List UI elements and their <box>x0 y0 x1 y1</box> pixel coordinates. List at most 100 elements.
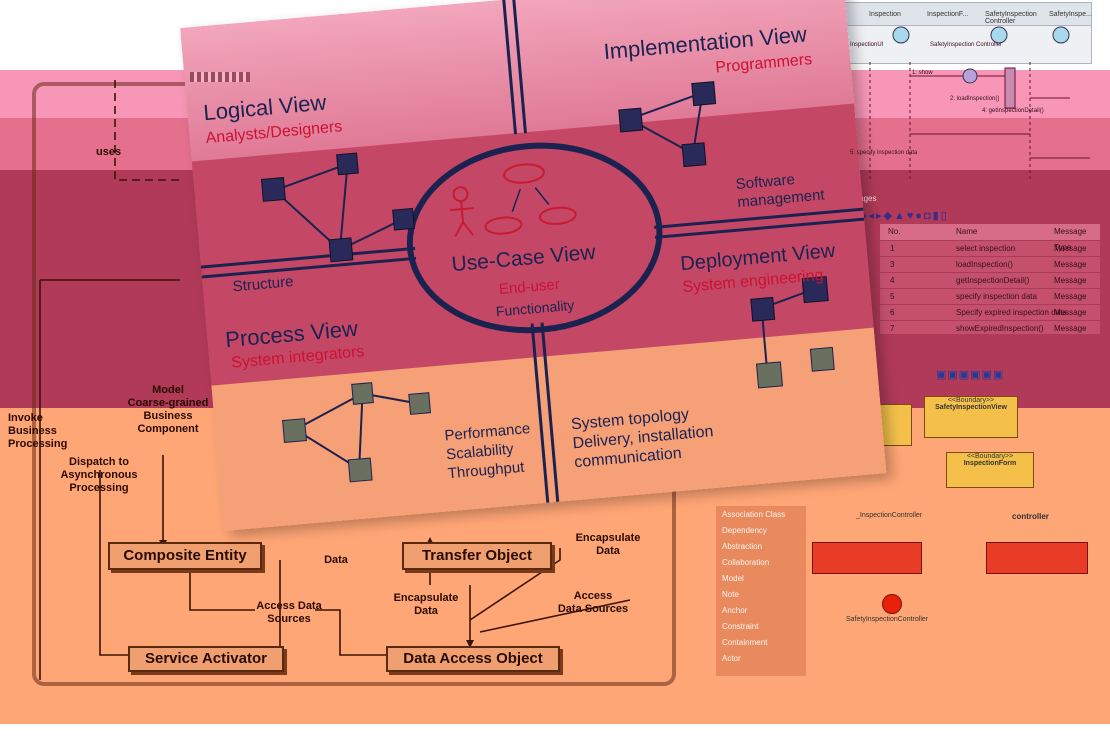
messages-table: No. Name Message Type 1 select inspection… <box>880 224 1100 334</box>
palette-item[interactable]: Constraint <box>722 622 759 631</box>
table-cell-no: 3 <box>890 260 895 269</box>
model-label: Model Coarse-grained Business Component <box>118 384 218 436</box>
palette-item[interactable]: Containment <box>722 638 768 647</box>
sequence-label: 2: loadInspection() <box>950 96 1000 102</box>
toolbar-icons[interactable]: ◆▸◆◂▸◆▲♥●◘▮▯ <box>840 210 949 222</box>
performance-list: Performance Scalability Throughput <box>444 419 535 483</box>
composite-entity-label: Composite Entity <box>123 547 247 564</box>
header-col-4: SafetyInspe... <box>1049 11 1092 18</box>
controller-circle-icon[interactable] <box>882 594 902 614</box>
poster-diagram <box>200 0 865 503</box>
access-data-sources-center: Access Data Sources <box>244 600 334 626</box>
table-row[interactable]: 1 select inspection Message <box>880 240 1100 257</box>
palette-item[interactable]: Dependency <box>722 526 767 535</box>
table-row[interactable]: 4 getInspectionDetail() Message <box>880 272 1100 289</box>
table-cell-name: showExpiredInspection() <box>956 324 1044 333</box>
table-row[interactable]: 7 showExpiredInspection() Message <box>880 320 1100 337</box>
invoke-line-3: Processing <box>8 438 68 450</box>
data-access-object-box[interactable]: Data Access Object <box>386 646 560 672</box>
dispatch-label: Dispatch to Asynchronous Processing <box>56 456 142 495</box>
table-cell-type: Message <box>1054 260 1087 269</box>
encapsulate-right-2: Data <box>596 545 620 557</box>
form-stereotype: <<Boundary>> <box>966 453 1014 460</box>
class-inspection-form[interactable]: <<Boundary>> InspectionForm <box>946 452 1034 488</box>
palette-item[interactable]: Collaboration <box>722 558 770 567</box>
messages-panel: Messages ◆▸◆◂▸◆▲♥●◘▮▯ No. Name Message T… <box>840 190 1100 334</box>
class-safety-view[interactable]: <<Boundary>> SafetyInspectionView <box>924 396 1018 438</box>
model-line: Model <box>152 384 184 396</box>
class-toolbar: ▣▣▣▣▣▣ <box>936 368 1004 381</box>
header-col-1: Inspection <box>869 11 901 18</box>
table-cell-name: getInspectionDetail() <box>956 276 1030 285</box>
access-data-sources-right: Access Data Sources <box>548 590 638 616</box>
table-cell-no: 1 <box>890 244 895 253</box>
col-no: No. <box>888 227 901 236</box>
dispatch-line-3: Processing <box>69 482 129 494</box>
sequence-diagram <box>869 62 1090 182</box>
palette-item[interactable]: Abstraction <box>722 542 763 551</box>
controller-left-box[interactable] <box>812 542 922 574</box>
palette-item[interactable]: Association Class <box>722 510 786 519</box>
col-type: Message Type <box>1054 227 1087 252</box>
access-center-2: Sources <box>267 613 311 625</box>
col-name: Name <box>956 227 978 236</box>
coarse-line-1: Coarse-grained <box>127 397 209 409</box>
sequence-label: 4: getInspectionDetail() <box>982 108 1044 114</box>
coarse-line-3: Component <box>137 423 199 435</box>
encapsulate-data-left: Data <box>306 546 366 567</box>
messages-toolbar: ◆▸◆◂▸◆▲♥●◘▮▯ <box>840 206 1040 222</box>
service-activator-label: Service Activator <box>144 650 267 667</box>
palette-item[interactable]: Anchor <box>722 606 748 615</box>
header-col-3: SafetyInspection Controller <box>985 11 1037 25</box>
table-cell-type: Message <box>1054 276 1087 285</box>
encapsulate-left-data: Data <box>324 554 348 566</box>
palette-item[interactable]: Model <box>722 574 744 583</box>
table-cell-type: Message <box>1054 308 1087 317</box>
table-cell-no: 4 <box>890 276 895 285</box>
controller-right-box[interactable] <box>986 542 1088 574</box>
encapsulate-center-2: Data <box>414 605 438 617</box>
table-cell-name: select inspection <box>956 244 1016 253</box>
table-row[interactable]: 5 specify inspection data Message <box>880 288 1100 305</box>
table-cell-type: Message <box>1054 244 1087 253</box>
sequence-label: InspectionUI <box>850 42 884 48</box>
access-center-1: Access Data <box>256 600 322 612</box>
coarse-line-2: Business <box>143 410 193 422</box>
table-cell-type: Message <box>1054 292 1087 301</box>
transfer-object-label: Transfer Object <box>421 547 533 564</box>
dispatch-line-2: Asynchronous <box>60 469 138 481</box>
service-activator-box[interactable]: Service Activator <box>128 646 284 672</box>
composite-entity-box[interactable]: Composite Entity <box>108 542 262 570</box>
palette-item[interactable]: Note <box>722 590 739 599</box>
table-cell-no: 5 <box>890 292 895 301</box>
table-cell-name: Specify expired inspection data <box>956 308 1067 317</box>
band-bottom-white <box>0 724 1110 740</box>
class-toolbar-icons[interactable]: ▣▣▣▣▣▣ <box>936 369 1005 381</box>
table-header: No. Name Message Type <box>880 224 1100 252</box>
encapsulate-data-center: Encapsulate Data <box>384 592 468 618</box>
palette-item[interactable]: Actor <box>722 654 741 663</box>
invoke-business-label: Invoke Business Processing <box>8 412 67 451</box>
invoke-line-2: Business <box>8 425 57 437</box>
encapsulate-data-right: Encapsulate Data <box>568 532 648 558</box>
class-diagram-panel: ▣▣▣▣▣▣ <<Boundary>> SafetyInspectionView… <box>716 346 1092 676</box>
table-cell-no: 7 <box>890 324 895 333</box>
table-cell-name: specify inspection data <box>956 292 1037 301</box>
glitch-strip <box>190 72 250 82</box>
safety-controller-label: SafetyInspectionController <box>846 616 929 623</box>
table-cell-no: 6 <box>890 308 895 317</box>
uses-label: uses <box>96 146 122 158</box>
data-access-object-label: Data Access Object <box>403 650 543 667</box>
table-cell-type: Message <box>1054 324 1087 333</box>
transfer-object-box[interactable]: Transfer Object <box>402 542 552 570</box>
encapsulate-right-1: Encapsulate <box>575 532 641 544</box>
header-col-2: InspectionF... <box>927 11 969 18</box>
access-right-1: Access <box>573 590 613 602</box>
view-poster: Logical View Analysts/Designers Implemen… <box>180 0 887 532</box>
dispatch-line-1: Dispatch to <box>69 456 129 468</box>
software-management-label: Software management <box>735 169 825 212</box>
